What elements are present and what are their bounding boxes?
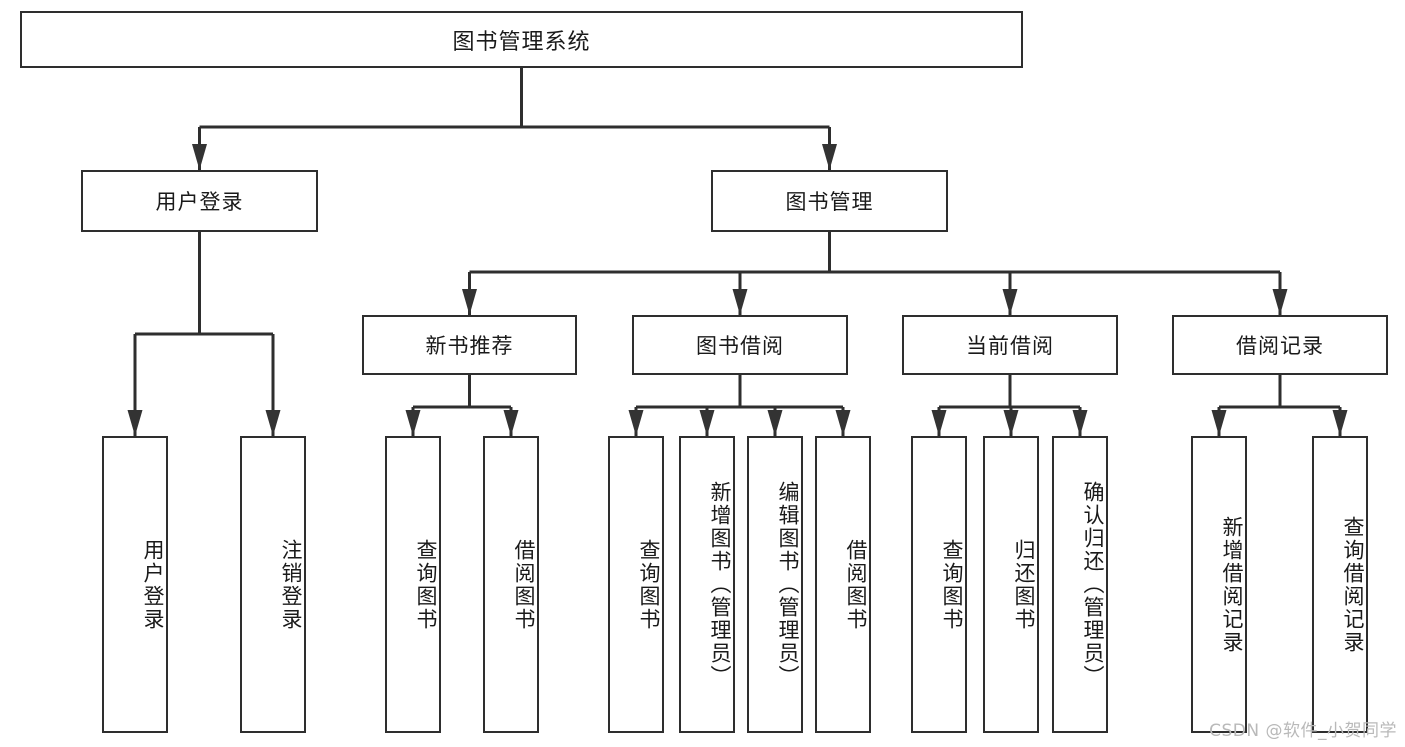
node-leaf-recommend-borrow-book[interactable]: 借阅图书 [483, 436, 539, 733]
node-borrow-record[interactable]: 借阅记录 [1172, 315, 1388, 375]
node-label: 图书借阅 [696, 334, 784, 358]
node-label: 图书管理 [785, 190, 874, 214]
node-label: 查询图书 [940, 538, 964, 631]
node-label: 新书推荐 [425, 334, 514, 358]
node-label: 查询借阅记录 [1341, 515, 1365, 654]
node-label: 图书管理系统 [452, 29, 591, 55]
node-leaf-current-confirm-return[interactable]: 确认归还（管理员） [1052, 436, 1108, 733]
node-book-borrow[interactable]: 图书借阅 [632, 315, 848, 375]
node-leaf-record-add[interactable]: 新增借阅记录 [1191, 436, 1247, 733]
node-label: 新增图书（管理员） [708, 481, 732, 688]
node-label: 编辑图书（管理员） [776, 481, 800, 688]
node-leaf-current-return-book[interactable]: 归还图书 [983, 436, 1039, 733]
node-label: 新增借阅记录 [1220, 515, 1244, 654]
node-label: 借阅记录 [1236, 334, 1324, 358]
node-label: 注销登录 [279, 538, 303, 631]
node-label: 归还图书 [1012, 538, 1036, 631]
node-leaf-borrow-edit-book[interactable]: 编辑图书（管理员） [747, 436, 803, 733]
node-book-manage[interactable]: 图书管理 [711, 170, 948, 232]
node-leaf-borrow-add-book[interactable]: 新增图书（管理员） [679, 436, 735, 733]
node-leaf-recommend-query-book[interactable]: 查询图书 [385, 436, 441, 733]
node-label: 用户登录 [155, 190, 244, 214]
node-leaf-current-query-book[interactable]: 查询图书 [911, 436, 967, 733]
node-leaf-borrow-query-book[interactable]: 查询图书 [608, 436, 664, 733]
node-label: 借阅图书 [512, 538, 536, 631]
node-label: 用户登录 [141, 538, 165, 631]
node-leaf-borrow-do-borrow[interactable]: 借阅图书 [815, 436, 871, 733]
node-new-book-recommend[interactable]: 新书推荐 [362, 315, 577, 375]
node-label: 查询图书 [637, 538, 661, 631]
node-label: 查询图书 [414, 538, 438, 631]
node-leaf-user-login[interactable]: 用户登录 [102, 436, 168, 733]
node-label: 确认归还（管理员） [1081, 481, 1105, 688]
watermark: CSDN @软件_小贺同学 [1209, 721, 1397, 741]
node-current-borrow[interactable]: 当前借阅 [902, 315, 1118, 375]
node-label: 借阅图书 [844, 538, 868, 631]
node-user-login[interactable]: 用户登录 [81, 170, 318, 232]
node-leaf-user-logout[interactable]: 注销登录 [240, 436, 306, 733]
node-leaf-record-query[interactable]: 查询借阅记录 [1312, 436, 1368, 733]
node-label: 当前借阅 [966, 334, 1054, 358]
node-root[interactable]: 图书管理系统 [20, 11, 1023, 68]
